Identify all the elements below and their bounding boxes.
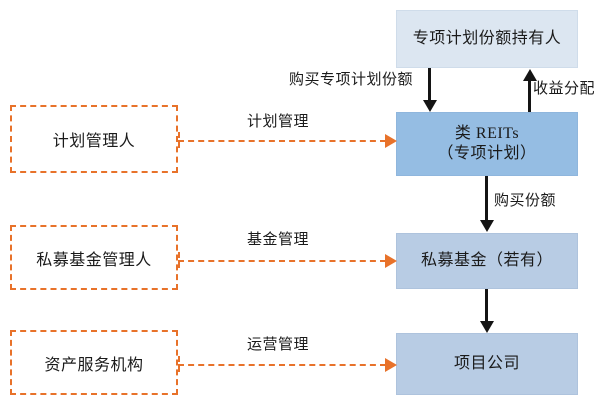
edge-label-income-distribution: 收益分配 [533, 81, 596, 97]
edge-label-fund-management: 基金管理 [247, 232, 310, 248]
connector-plan-management-head [385, 134, 397, 148]
node-asset-servicer-label: 资产服务机构 [44, 356, 144, 374]
node-reits[interactable]: 类 REITs （专项计划） [396, 112, 578, 176]
edge-label-operation-management: 运营管理 [247, 337, 310, 353]
arrow-income-distribution-head [523, 69, 537, 81]
node-pe-fund-manager-label: 私募基金管理人 [36, 251, 152, 269]
node-plan-share-holder[interactable]: 专项计划份额持有人 [396, 10, 578, 68]
edge-label-buy-units: 购买份额 [494, 193, 557, 209]
arrow-income-distribution-line [528, 80, 531, 112]
node-pe-fund-manager[interactable]: 私募基金管理人 [10, 225, 178, 290]
node-plan-manager[interactable]: 计划管理人 [10, 105, 178, 173]
edge-label-plan-management: 计划管理 [247, 114, 310, 130]
connector-fund-management-line [178, 260, 386, 262]
node-asset-servicer[interactable]: 资产服务机构 [10, 330, 178, 395]
node-project-company-label: 项目公司 [453, 355, 520, 372]
connector-operation-management-head [385, 358, 397, 372]
node-reits-label-line2: （专项计划） [437, 145, 537, 162]
node-private-fund[interactable]: 私募基金（若有） [396, 233, 578, 289]
node-plan-manager-label: 计划管理人 [52, 133, 136, 150]
arrow-buy-units-head [480, 220, 494, 232]
node-plan-share-holder-label: 专项计划份额持有人 [412, 30, 562, 47]
connector-plan-management-line [178, 140, 386, 142]
arrow-buy-plan-share-head [423, 100, 437, 112]
node-reits-label-line1: 类 REITs [454, 125, 520, 142]
node-reits-label: 类 REITs （专项计划） [437, 124, 536, 164]
arrow-fund-to-spv-line [485, 289, 488, 322]
arrow-fund-to-spv-head [480, 321, 494, 333]
arrow-buy-plan-share-line [428, 68, 431, 101]
edge-label-buy-plan-share: 购买专项计划份额 [289, 72, 414, 88]
connector-fund-management-head [385, 254, 397, 268]
arrow-buy-units-line [485, 176, 488, 221]
node-project-company[interactable]: 项目公司 [396, 333, 578, 395]
connector-operation-management-line [178, 364, 386, 366]
node-private-fund-label: 私募基金（若有） [420, 252, 553, 269]
